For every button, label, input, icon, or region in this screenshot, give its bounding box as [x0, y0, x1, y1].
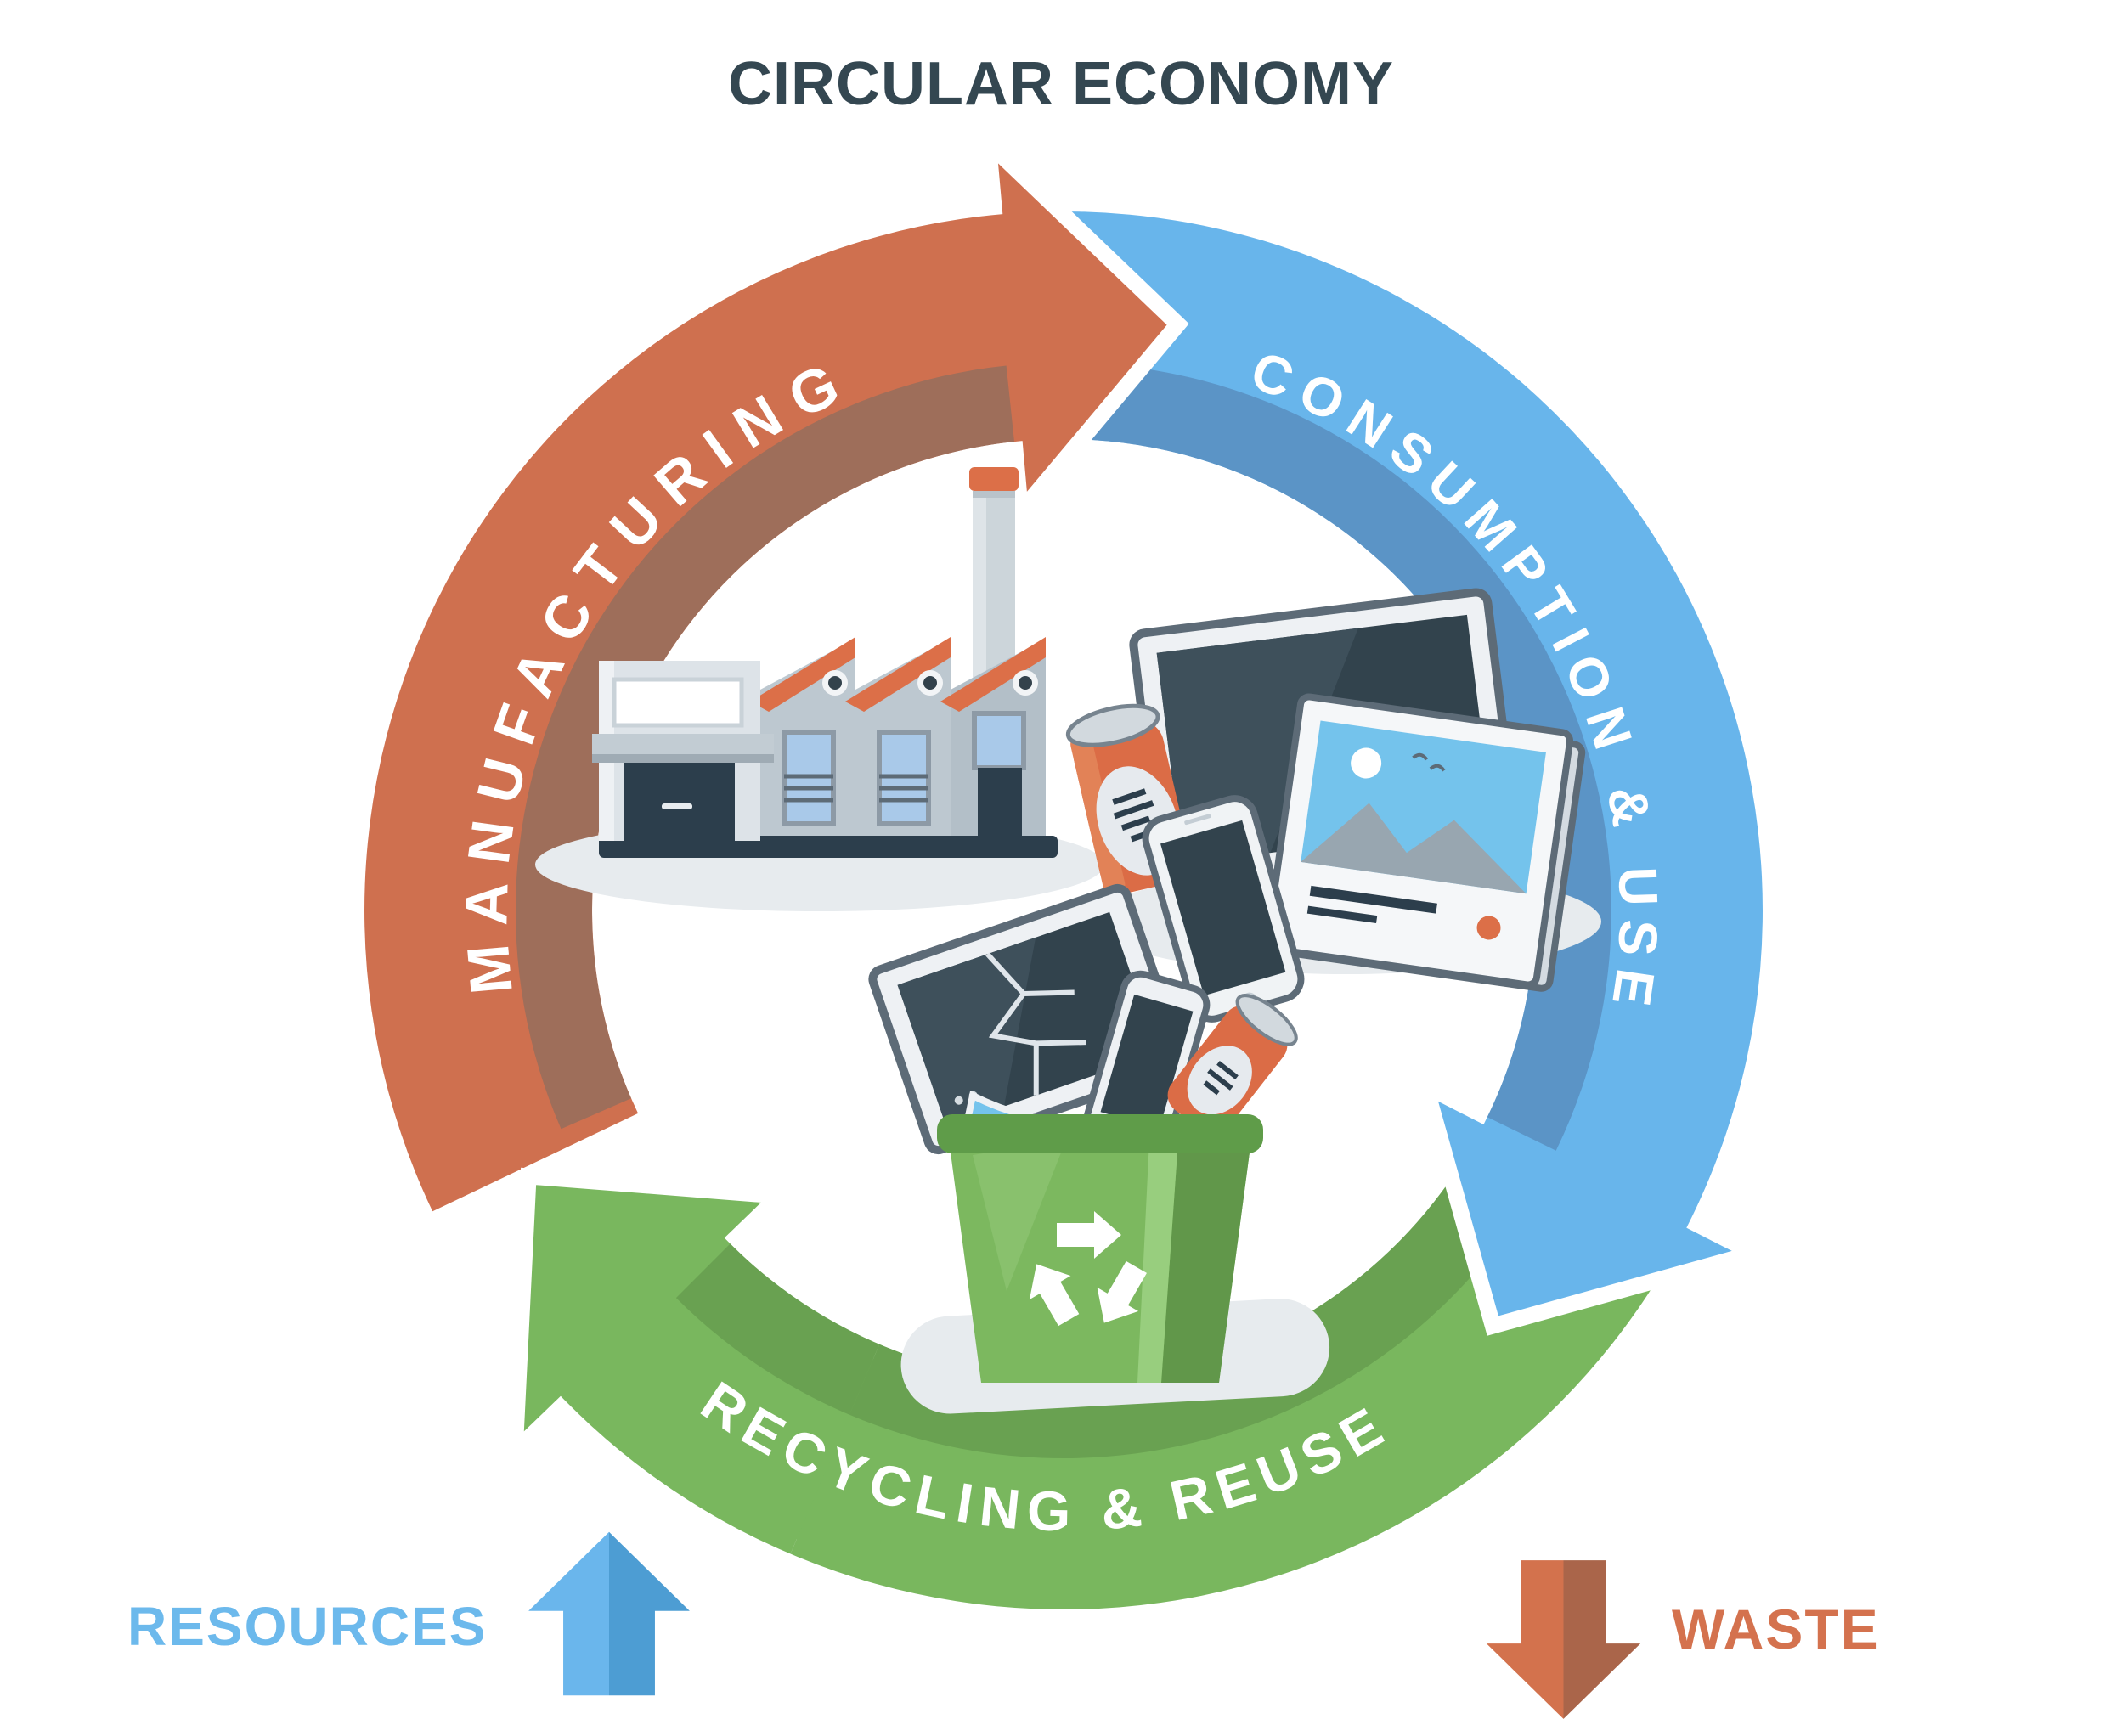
factory-office-block [592, 661, 774, 841]
down-arrow-right-face [1563, 1560, 1641, 1719]
recycling-reuse-arc-arrow-head [505, 1109, 1064, 1626]
consumption-use-arc-inner-shade [1064, 363, 1611, 1151]
factory-sawtooth-hall [750, 637, 1046, 841]
electronics-icon [1065, 588, 1601, 1023]
resources-up-arrow-icon [528, 1531, 690, 1696]
magazine-icon [1263, 693, 1586, 992]
bin-body [937, 1114, 1263, 1383]
factory-roof [845, 637, 951, 712]
bin-rim [937, 1114, 1263, 1153]
recycling-bin-icon [868, 883, 1330, 1414]
resources-label: RESOURCES [127, 1596, 488, 1657]
factory-sign [612, 677, 744, 728]
factory-window [877, 730, 931, 826]
crushed-can-icon [1167, 994, 1298, 1136]
factory-roof [750, 637, 855, 712]
waste-label: WASTE [1672, 1598, 1880, 1660]
down-arrow-left-face [1486, 1560, 1564, 1719]
recycling-reuse-arc-inner-shade [675, 1146, 1538, 1459]
waste-down-arrow-icon [1486, 1560, 1641, 1719]
factory-side-door [978, 768, 1022, 841]
page-title: CIRCULAR ECONOMY [728, 50, 1394, 118]
up-arrow-left-face [528, 1531, 609, 1696]
factory-door [624, 763, 735, 841]
factory-base [599, 836, 1058, 858]
factory-icon [535, 467, 1104, 911]
factory-window [782, 730, 836, 826]
recycle-symbol-icon [1029, 1211, 1147, 1327]
crack-line [985, 952, 1086, 1096]
factory-window [972, 711, 1026, 770]
factory-roof [940, 637, 1046, 712]
up-arrow-right-face [609, 1531, 690, 1696]
